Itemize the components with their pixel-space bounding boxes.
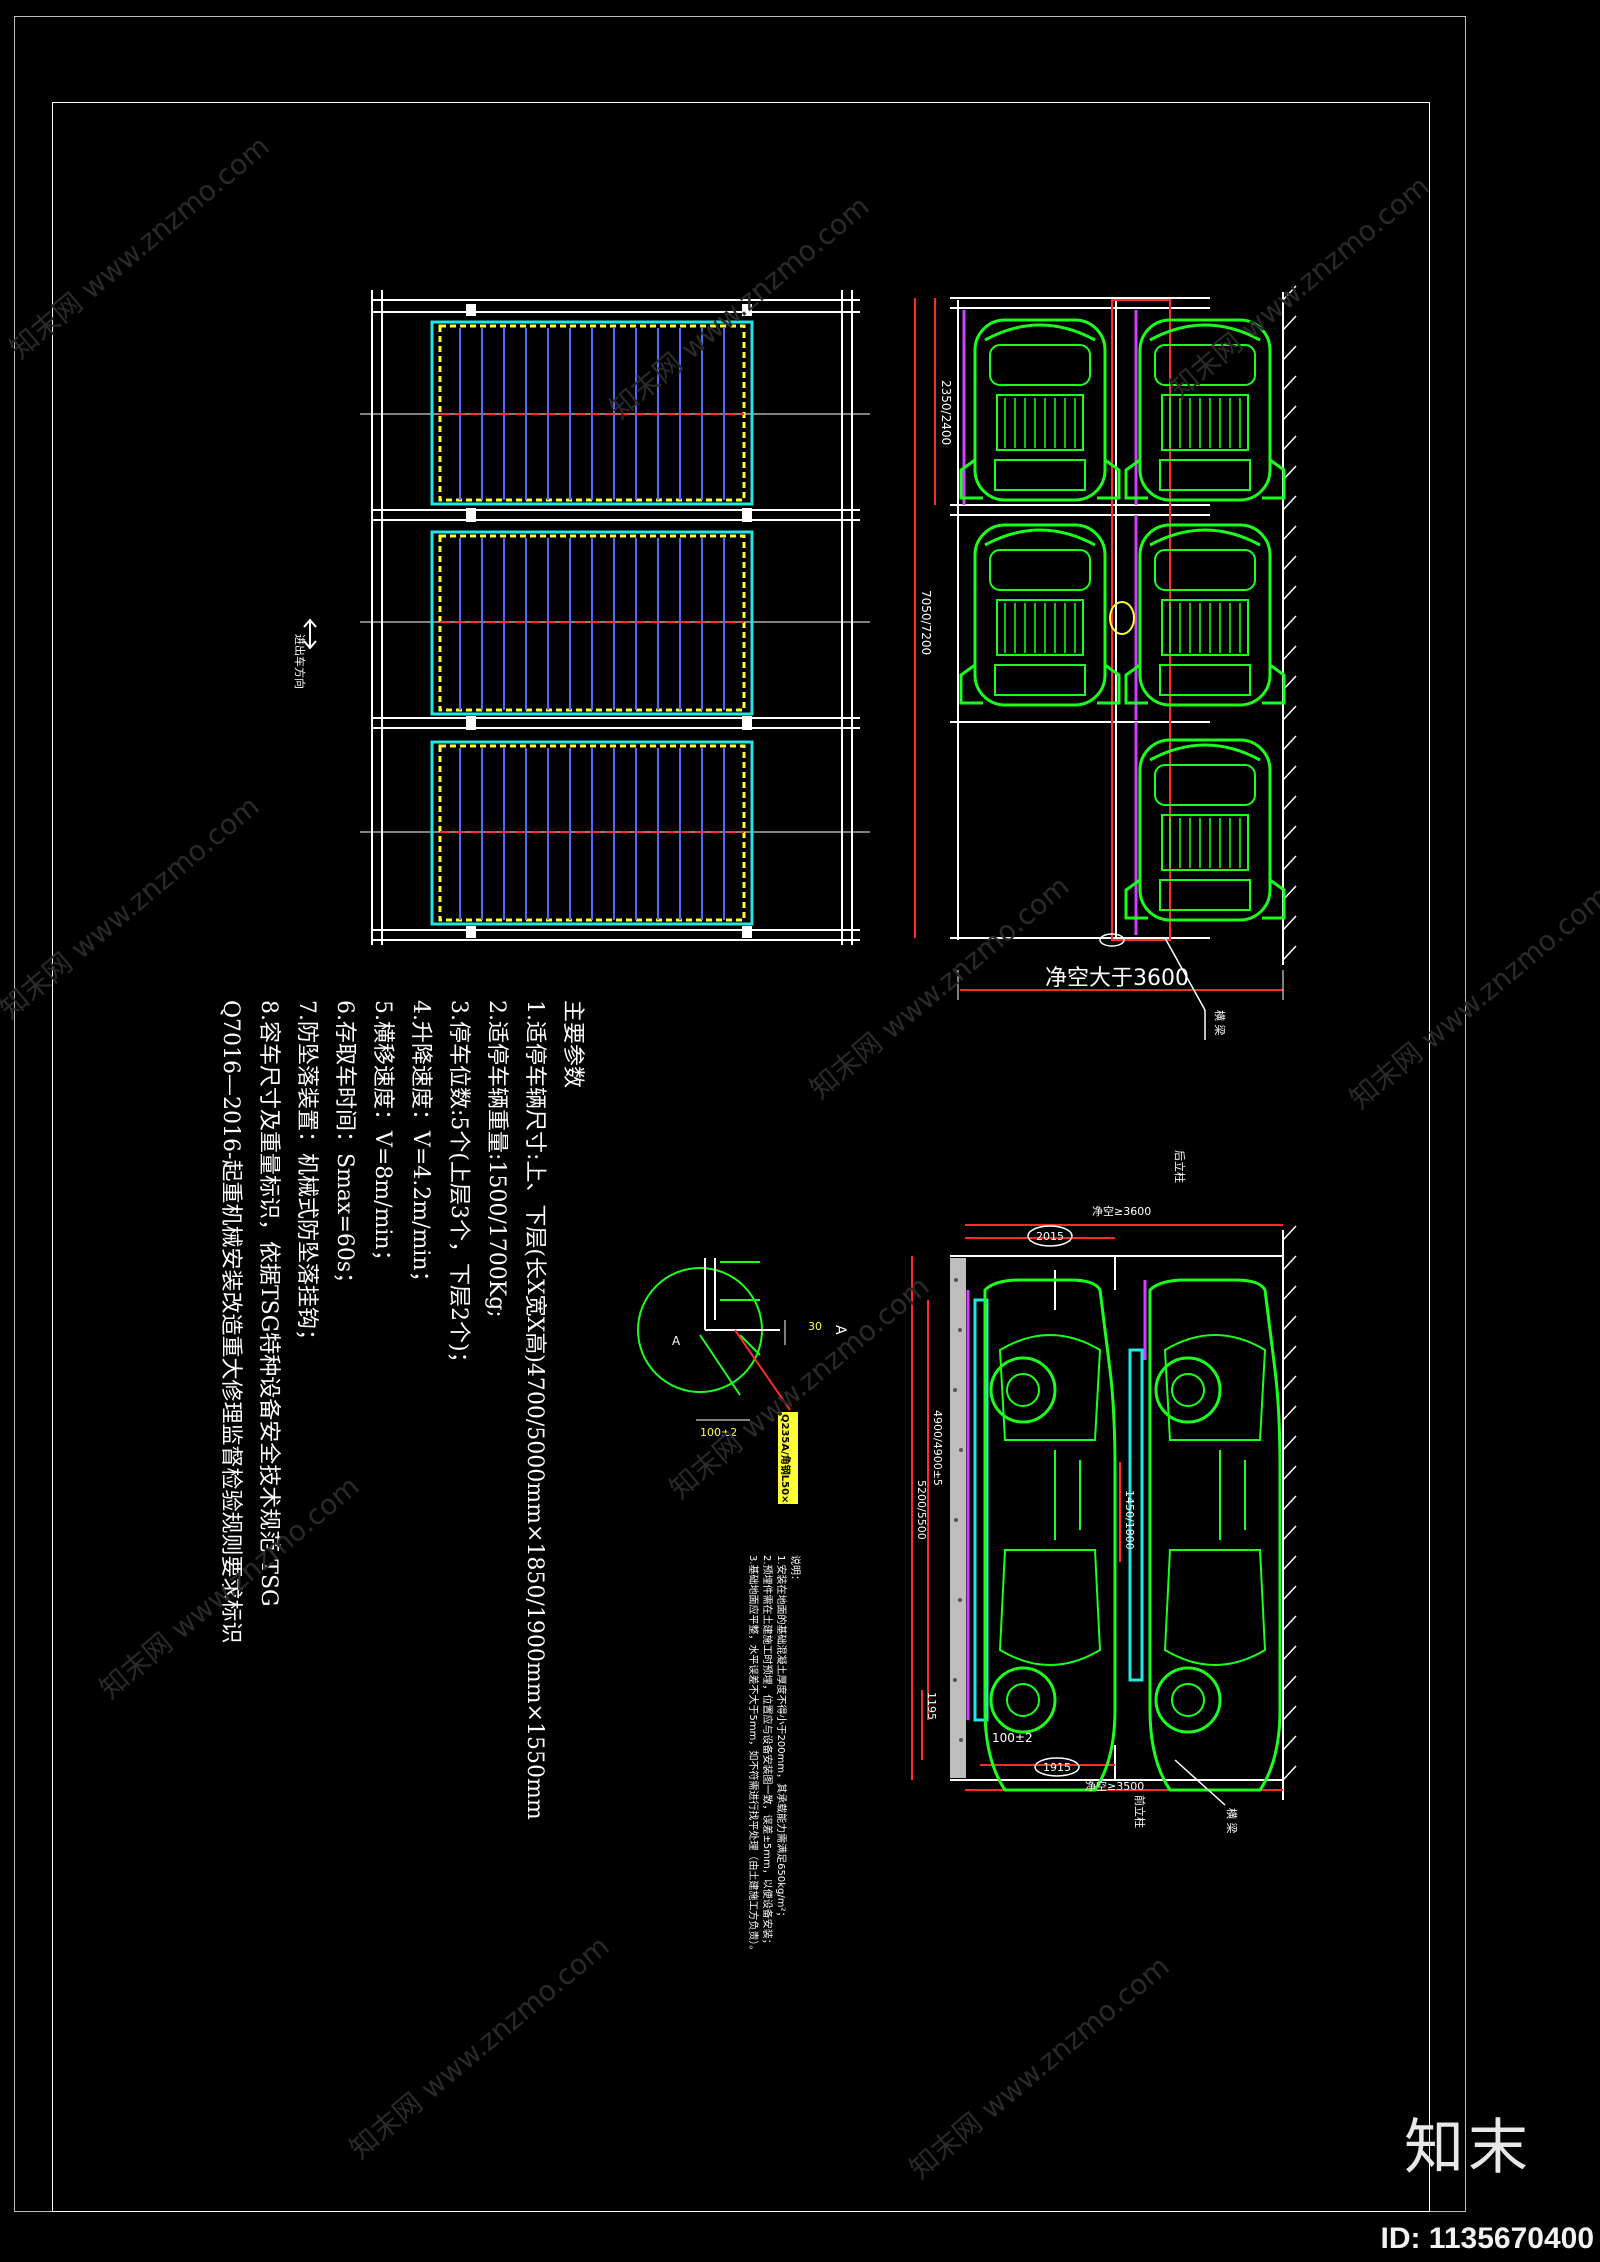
front-post-label: 前立柱	[1133, 1795, 1147, 1828]
watermark-text: 知末网 www.znzmo.com	[803, 869, 1075, 1105]
detail-dim-30: 30	[808, 1320, 822, 1333]
detail-spec: Q235A/角钢L50×4/满焊安装	[779, 1414, 792, 1554]
params-title: 主要参数	[560, 1000, 585, 1088]
dim-left-outer: 5200/5500	[915, 1480, 928, 1540]
car-lower-right	[1124, 738, 1286, 922]
notes-line-3: 3.基础地面应平整，水平误差不大于5mm，如不符需进行找平处理（由土建施工方负责…	[747, 1555, 760, 1955]
car-middle-right	[1124, 523, 1286, 707]
watermark-text: 知末网 www.znzmo.com	[343, 1929, 615, 2165]
dim-upper-level: 2350/2400	[939, 380, 953, 445]
params-line-6: 6.存取车时间：Smax=60s；	[332, 1000, 357, 1294]
direction-label: 进出车方向	[293, 634, 307, 689]
params-line-2: 2.适停车辆重量:1500/1700Kg;	[484, 1000, 509, 1318]
pallet-1	[430, 320, 754, 506]
watermark-text: 知末网 www.znzmo.com	[903, 1949, 1175, 2185]
detail-a: 30 A A 100±2 Q235A/角钢L50×4/满焊安装	[637, 1258, 848, 1554]
watermark-text: 知末网 www.znzmo.com	[3, 129, 275, 365]
car-middle-left	[959, 523, 1121, 707]
params-line-1: 1.适停车辆尺寸:上、下层(长X宽X高)4700/5000mm×1850/190…	[522, 1000, 547, 1820]
pallet-2	[430, 530, 754, 716]
car-side-left	[983, 1278, 1117, 1792]
car-upper-left	[959, 318, 1121, 502]
detail-callout: A	[832, 1325, 848, 1335]
params-line-4: 4.升降速度：V=4.2m/min；	[408, 1000, 433, 1293]
drawing-border-inner	[52, 102, 1430, 2212]
pallet-3	[430, 740, 754, 926]
dim-left-inner: 4900/4900±5	[931, 1410, 944, 1486]
clearance-label-top: 净空大于3600	[1045, 966, 1189, 991]
params-line-8: 8.容车尺寸及重量标识，依据TSG特种设备安全技术规范 TSG	[256, 1000, 281, 1607]
rear-post-label: 后立柱	[1173, 1150, 1187, 1183]
dim-top-bottomview: 2015	[1036, 1230, 1064, 1243]
params-line-5: 5.横移速度：V=8m/min；	[370, 1000, 395, 1272]
detail-dim-100: 100±2	[700, 1426, 737, 1439]
clearance-label-bottom-top: 净空≥3600	[1092, 1204, 1151, 1218]
dim-total-height: 7050/7200	[919, 590, 933, 655]
notes-heading: 说明：	[789, 1555, 802, 1585]
notes-line-2: 2.预埋件需在土建施工时预埋，位置应与设备安装图一致，误差±5mm，以便设备安装…	[761, 1555, 774, 1949]
dim-bottom-left: 1195	[925, 1692, 938, 1720]
clearance-label-bottom: 净空≥3500	[1085, 1779, 1144, 1793]
brand-logo: 知末	[1404, 2113, 1532, 2183]
notes-line-1: 1.安装在地面的基础混凝土厚度不得小于200mm，其承载能力需满足650kg/m…	[775, 1555, 788, 1921]
watermark-text: 知末网 www.znzmo.com	[0, 789, 266, 1025]
beam-label-bottom: 横 梁	[1225, 1808, 1239, 1834]
image-id-label: ID: 1135670400	[1380, 2222, 1594, 2255]
params-line-9: Q7016—2016-起重机械安装改造重大修理监督检验规则要求标识	[218, 1000, 243, 1643]
watermark-text: 知末网 www.znzmo.com	[1343, 879, 1600, 1115]
dim-mid: 100±2	[992, 1731, 1033, 1745]
params-line-3: 3.停车位数:5个(上层3个，下层2个)；	[446, 1000, 471, 1374]
params-line-7: 7.防坠落装置：机械式防坠落挂钩；	[294, 1000, 319, 1351]
dim-right: 1450/1800	[1123, 1490, 1136, 1550]
main-params: 主要参数 1.适停车辆尺寸:上、下层(长X宽X高)4700/5000mm×185…	[218, 1000, 585, 1820]
car-side-right	[1148, 1278, 1282, 1792]
install-notes: 说明： 1.安装在地面的基础混凝土厚度不得小于200mm，其承载能力需满足650…	[747, 1555, 802, 1955]
direction-arrow-icon	[303, 618, 317, 650]
beam-label-top: 横 梁	[1213, 1010, 1227, 1036]
watermark-text: 知末网 www.znzmo.com	[603, 189, 875, 425]
side-view-bottom: 2015 净空≥3600 后立柱 5200/5500 4900/4900±5 1…	[911, 1150, 1297, 1834]
dim-bottom: 1915	[1043, 1761, 1071, 1774]
detail-a-label: A	[672, 1334, 681, 1348]
plan-view: 进出车方向	[293, 290, 870, 945]
watermark-text: 知末网 www.znzmo.com	[1163, 169, 1435, 405]
side-view-top: 2350/2400 7050/7200 净空大于3600 横 梁	[914, 285, 1297, 1040]
